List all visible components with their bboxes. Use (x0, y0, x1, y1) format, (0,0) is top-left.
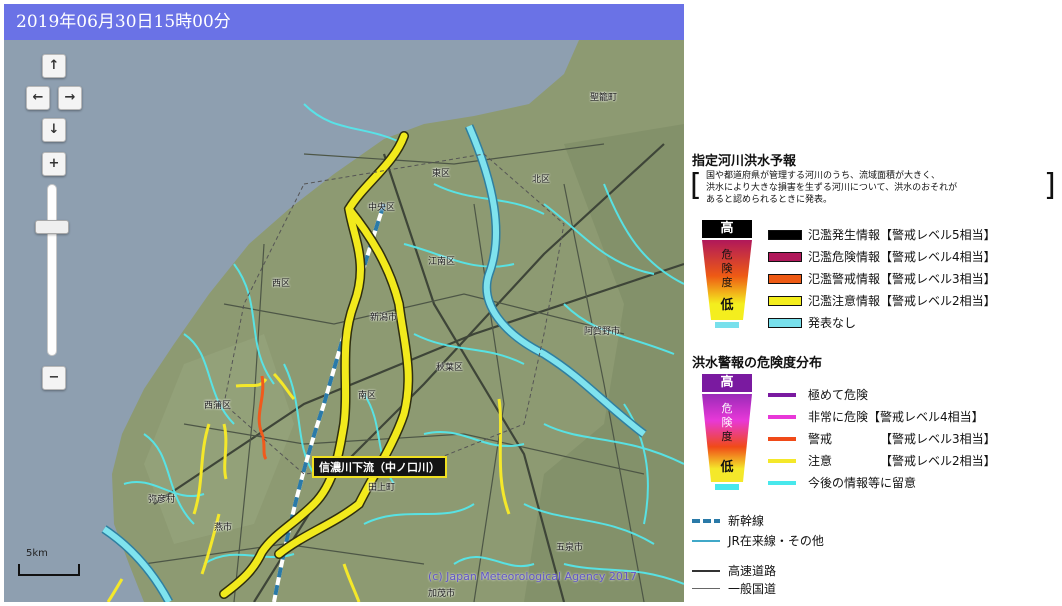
legend-label: 氾濫発生情報【警戒レベル5相当】 (808, 228, 996, 242)
place-label: 加茂市 (428, 589, 456, 599)
place-label: 燕市 (214, 523, 233, 533)
note-bracket-left: [ (690, 168, 702, 203)
legend-line-swatch (768, 415, 796, 419)
copyright-text: (c) Japan Meteorological Agency 2017 (428, 570, 637, 583)
agano-river-fill (466, 124, 646, 437)
map-canvas[interactable] (4, 4, 684, 602)
warning-cup-text: 度 (721, 430, 733, 443)
sw-river-fill (102, 526, 172, 602)
legend-level: 【警戒レベル3相当】 (880, 432, 996, 446)
legend-label: 注意 (808, 454, 833, 468)
place-label: 北区 (532, 175, 551, 185)
place-label: 弥彦村 (148, 495, 176, 505)
expressway-line-icon (692, 570, 720, 572)
place-label: 阿賀野市 (584, 327, 621, 337)
flood-forecast-note: 国や都道府県が管理する河川のうち、流域面積が大きく、 (706, 171, 941, 181)
legend-label: 非常に危険【警戒レベル4相当】 (808, 410, 984, 424)
flood-warning-title: 洪水警報の危険度分布 (692, 356, 823, 371)
pan-right-button[interactable]: → (58, 86, 82, 110)
legend-label: 警戒 (808, 432, 833, 446)
zoom-slider-handle[interactable] (35, 220, 69, 234)
forecast-cup-low: 低 (720, 298, 734, 313)
shinano-river-caution-fill (220, 132, 412, 598)
legend-line-swatch (768, 393, 796, 397)
legend-label: 今後の情報等に留意 (808, 476, 917, 490)
place-label: 五泉市 (556, 543, 584, 553)
legend-swatch (768, 296, 802, 306)
legend-label: JR在来線・その他 (728, 534, 824, 548)
city-boundary (223, 153, 565, 475)
shinkansen-line-dash (272, 203, 386, 602)
flood-forecast-title: 指定河川洪水予報 (692, 154, 797, 169)
legend-panel: 指定河川洪水予報 [ 国や都道府県が管理する河川のうち、流域面積が大きく、 洪水… (688, 150, 1060, 602)
place-label: 南区 (358, 391, 377, 401)
place-label: 新潟市 (370, 313, 398, 323)
terrain-shade (524, 124, 684, 602)
warning-cup-base (715, 484, 739, 490)
zoom-slider-track[interactable] (47, 184, 57, 356)
rivers-caution (106, 372, 511, 602)
legend-label: 高速道路 (728, 564, 777, 578)
pan-up-button[interactable]: ↑ (42, 54, 66, 78)
place-label: 秋葉区 (436, 363, 464, 373)
legend-swatch (768, 230, 802, 240)
warning-cup-low: 低 (720, 460, 734, 475)
place-label: 田上町 (368, 483, 396, 493)
forecast-cup-high: 高 (702, 220, 752, 238)
jr-line-icon (692, 540, 720, 542)
warning-cup: 危 険 度 低 (702, 394, 752, 482)
legend-label: 極めて危険 (808, 388, 869, 402)
pan-left-button[interactable]: ← (26, 86, 50, 110)
river-name-label: 信濃川下流（中ノ口川） (312, 456, 447, 478)
place-label: 江南区 (428, 257, 456, 267)
legend-swatch (768, 318, 802, 328)
legend-label: 氾濫警戒情報【警戒レベル3相当】 (808, 272, 996, 286)
map-panel[interactable]: 2019年06月30日15時00分 ↑ ← → ↓ + − 聖籠町 東区 北区 … (4, 4, 684, 602)
legend-line-swatch (768, 481, 796, 485)
pan-down-button[interactable]: ↓ (42, 118, 66, 142)
zoom-out-button[interactable]: − (42, 366, 66, 390)
legend-label: 発表なし (808, 316, 857, 330)
place-label: 中央区 (368, 203, 396, 213)
river-warning (257, 375, 268, 460)
zoom-in-button[interactable]: + (42, 152, 66, 176)
forecast-cup: 危 険 度 低 (702, 240, 752, 320)
warning-cup-text: 険 (721, 416, 733, 429)
legend-label: 氾濫注意情報【警戒レベル2相当】 (808, 294, 996, 308)
forecast-cup-text: 険 (721, 262, 733, 275)
scale-bar (18, 564, 80, 576)
forecast-cup-text: 度 (721, 276, 733, 289)
timestamp-title-bar: 2019年06月30日15時00分 (4, 4, 684, 40)
forecast-cup-text: 危 (721, 248, 733, 261)
place-label: 西区 (272, 279, 291, 289)
scale-label: 5km (26, 548, 48, 559)
note-bracket-right: ] (1044, 168, 1056, 203)
warning-cup-text: 危 (721, 402, 733, 415)
legend-line-swatch (768, 437, 796, 441)
legend-level: 【警戒レベル2相当】 (880, 454, 996, 468)
forecast-cup-base (715, 322, 739, 328)
national-road-line-icon (692, 588, 720, 589)
rivers-no-warning (123, 103, 684, 585)
legend-swatch (768, 274, 802, 284)
legend-swatch (768, 252, 802, 262)
legend-label: 氾濫危険情報【警戒レベル4相当】 (808, 250, 996, 264)
place-label: 西蒲区 (204, 401, 232, 411)
flood-forecast-note: あると認められるときに発表。 (706, 195, 833, 205)
place-label: 聖籠町 (590, 93, 618, 103)
warning-cup-high: 高 (702, 374, 752, 392)
legend-label: 新幹線 (728, 514, 765, 528)
flood-forecast-note: 洪水により大きな損害を生ずる河川について、洪水のおそれが (706, 183, 958, 193)
legend-label: 一般国道 (728, 582, 777, 596)
place-label: 東区 (432, 169, 451, 179)
shinkansen-line-icon (692, 519, 720, 523)
legend-line-swatch (768, 459, 796, 463)
